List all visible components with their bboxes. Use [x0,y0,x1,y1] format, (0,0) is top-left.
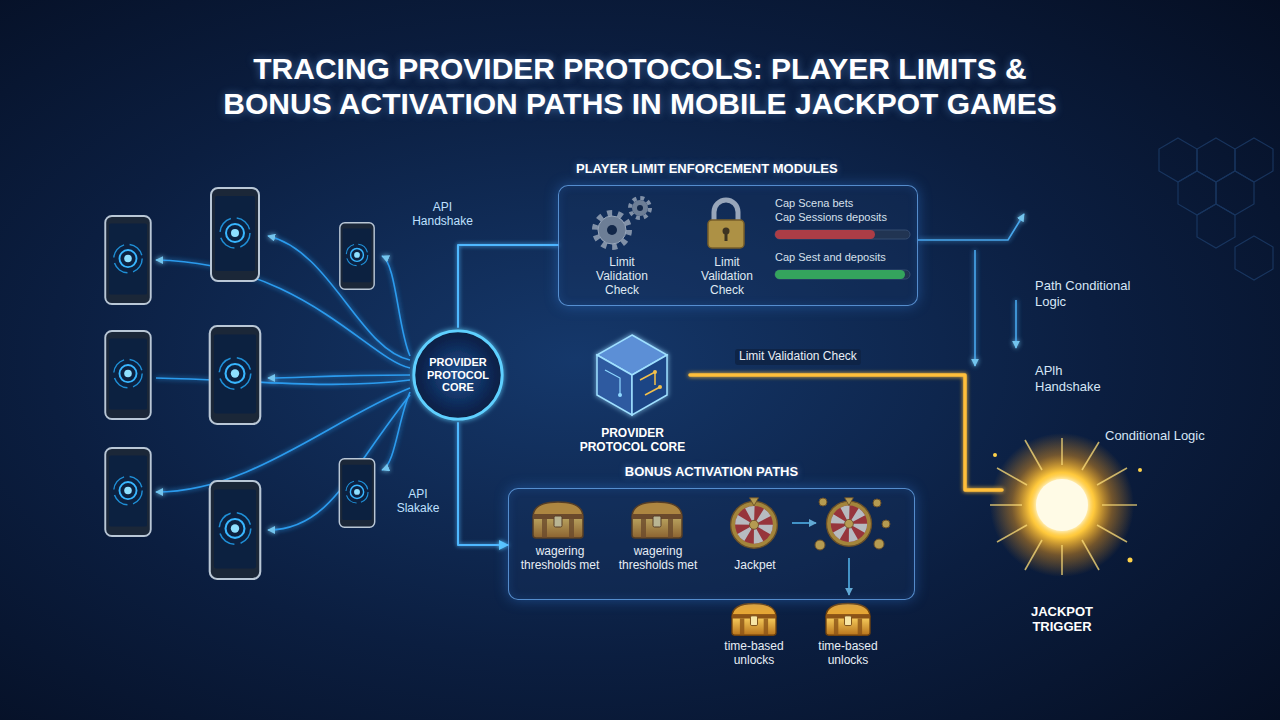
gold-connector [915,573,1002,577]
core-circle-ring [414,331,502,419]
edge-label: Limit Validation Check [735,349,861,365]
node-label: wagering thresholds met [617,545,699,573]
cube-core: PROVIDER PROTOCOL CORE [575,335,690,457]
gold-connector [506,374,575,377]
label-holder: Conditional Logic [1105,428,1205,444]
limit-module: Limit Validation Check [691,196,763,299]
jackpot-orb [990,433,1142,577]
jackpot-wheel: Jackpet [719,497,791,575]
node-label: Limit Validation Check [586,256,658,297]
callout-label: Cap Sessions deposits [775,211,887,224]
phone-icons [105,188,374,579]
callout-label: API Handshake [405,200,480,229]
node-label: Limit Validation Check [691,256,763,297]
callout-label: APlh Handshake [1035,363,1115,394]
label-holder: Cap Sessions deposits [775,211,887,224]
blue-connector [458,245,558,327]
limit-panel: PLAYER LIMIT ENFORCEMENT MODULESLimit Va… [558,185,918,306]
treasure-chest: wagering thresholds met [519,497,601,575]
label-holder: API Handshake [405,200,480,229]
treasure-chest: wagering thresholds met [617,497,699,575]
callout-label: Cap Sest and deposits [775,251,886,264]
node-label: PROVIDER PROTOCOL CORE [420,356,496,394]
unlock-chest: time-based unlocks [714,598,794,670]
callout-label: Conditional Logic [1105,428,1205,444]
callout-label: API Slakake [388,487,448,516]
label-holder: APlh Handshake [1035,363,1115,394]
label-holder: API Slakake [388,487,448,516]
hex-pattern [1159,138,1273,280]
blue-connector [458,423,508,545]
node-label: time-based unlocks [714,640,794,668]
edge-label-holder: Limit Validation Check [735,349,861,365]
jackpot-trigger: JACKPOT TRIGGER [1002,455,1122,637]
callout-label: Path Conditional Logic [1035,278,1150,309]
label-holder: Cap Sest and deposits [775,251,886,264]
bonus-panel: BONUS ACTIVATION PATHSwagering threshold… [508,488,915,600]
node-label: PROVIDER PROTOCOL CORE [575,427,690,455]
node-label: wagering thresholds met [519,545,601,573]
panel-heading: PLAYER LIMIT ENFORCEMENT MODULES [559,162,917,177]
diagram-title: TRACING PROVIDER PROTOCOLS: PLAYER LIMIT… [210,52,1070,121]
panel-heading: BONUS ACTIVATION PATHS [509,465,914,480]
logic-lines [918,214,1024,366]
label-holder: Path Conditional Logic [1035,278,1150,309]
node-label: Jackpet [719,559,791,573]
node-label: time-based unlocks [808,640,888,668]
label-holder: Cap Scena bets [775,197,853,210]
limit-module: Limit Validation Check [586,196,658,299]
unlock-chest: time-based unlocks [808,598,888,670]
callout-label: Cap Scena bets [775,197,853,210]
cube-icon [597,335,667,415]
core-circle: PROVIDER PROTOCOL CORE [410,327,506,423]
node-label: JACKPOT TRIGGER [1002,605,1122,635]
